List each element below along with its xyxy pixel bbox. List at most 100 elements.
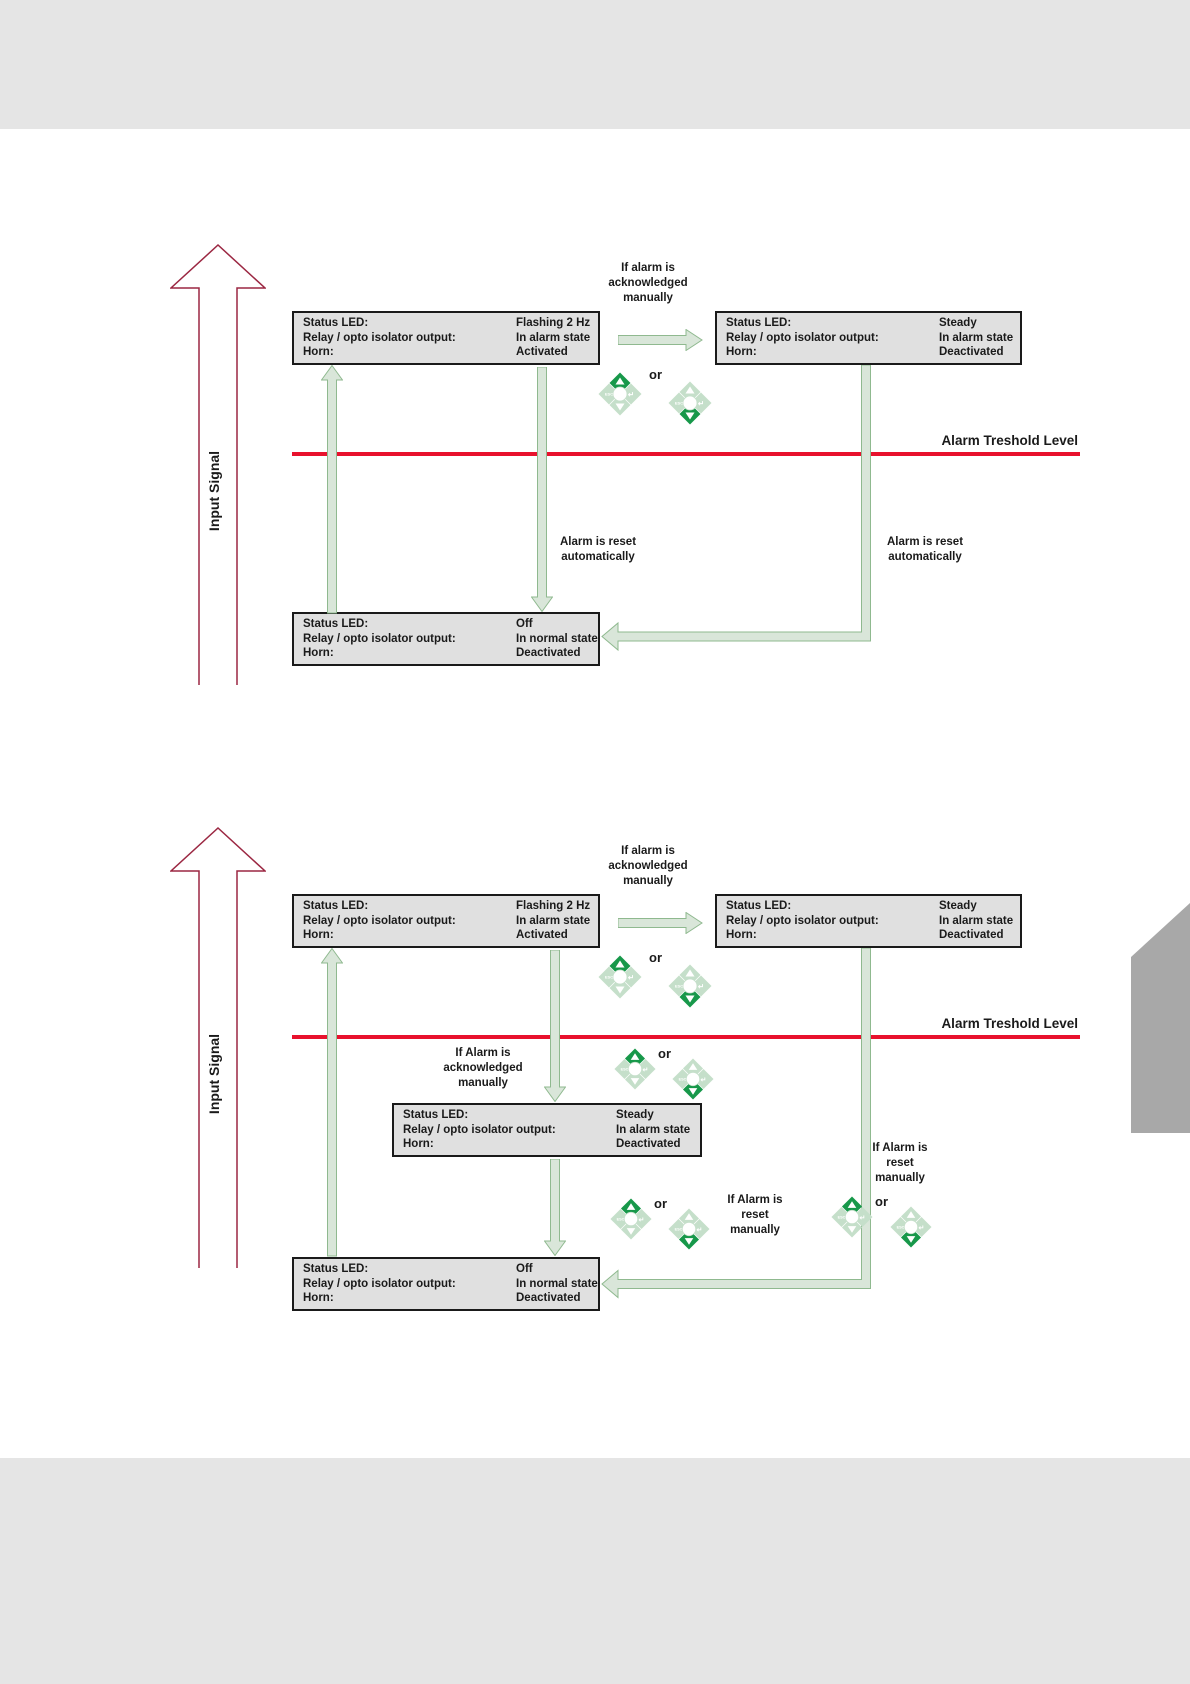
flow-arrow-ack-down xyxy=(544,950,566,1102)
status-label: Status LED: xyxy=(303,1263,369,1276)
status-row: Relay / opto isolator output: In alarm st… xyxy=(303,914,591,929)
input-signal-label: Input Signal xyxy=(206,1033,222,1115)
flow-arrow-auto-reset-down xyxy=(531,367,553,612)
status-label: Status LED: xyxy=(403,1109,469,1122)
status-row: Horn: Activated xyxy=(303,345,589,360)
or-label: or xyxy=(649,950,662,965)
or-label: or xyxy=(875,1194,888,1209)
status-label: Relay / opto isolator output: xyxy=(303,632,456,645)
status-value: Off xyxy=(516,618,533,631)
ack-note: If alarm is acknowledged manually xyxy=(608,262,688,304)
status-row: Relay / opto isolator output: In alarm st… xyxy=(726,331,1014,346)
status-row: Relay / opto isolator output: In alarm st… xyxy=(726,914,1014,929)
page-margin-bottom xyxy=(0,1458,1190,1684)
or-label: or xyxy=(658,1046,671,1061)
reset-auto-note-left: Alarm is reset automatically xyxy=(559,536,637,563)
status-value: Steady xyxy=(616,1109,654,1122)
flow-arrow-manual-reset-down xyxy=(544,1159,566,1256)
status-label: Horn: xyxy=(726,346,757,359)
status-row: Status LED: Off xyxy=(303,617,589,632)
status-row: Horn: Deactivated xyxy=(303,646,589,661)
threshold-line xyxy=(292,452,1080,456)
status-row: Horn:Activated xyxy=(303,928,589,943)
status-label: Status LED: xyxy=(303,900,369,913)
flow-arrow-return-up xyxy=(321,365,343,614)
status-value: Steady xyxy=(939,317,977,330)
or-label: or xyxy=(654,1196,667,1211)
status-label: Status LED: xyxy=(726,317,792,330)
status-row: Relay / opto isolator output: In normal s… xyxy=(303,1277,598,1292)
status-box-alarm: Status LED: Flashing 2 Hz Relay / opto is… xyxy=(292,894,600,948)
input-signal-label: Input Signal xyxy=(206,450,222,532)
flow-arrow-return-up xyxy=(321,948,343,1257)
status-label: Horn: xyxy=(303,647,334,660)
status-row: Horn: Deactivated xyxy=(403,1137,691,1152)
status-value: Steady xyxy=(939,900,977,913)
flow-arrow-manual-reset-return xyxy=(601,948,871,1299)
status-box-ack-silenced: Status LED: Steady Relay / opto isolator … xyxy=(392,1103,702,1157)
flow-arrow-auto-reset-return xyxy=(601,365,871,652)
status-label: Horn: xyxy=(303,1292,334,1305)
status-label: Relay / opto isolator output: xyxy=(303,1277,456,1290)
or-label: or xyxy=(649,367,662,382)
threshold-line xyxy=(292,1035,1080,1039)
status-row: Status LED: Flashing 2 Hz xyxy=(303,316,591,331)
status-row: Status LED: Steady xyxy=(726,316,1011,331)
flow-arrow-acknowledge xyxy=(618,912,703,934)
status-label: Status LED: xyxy=(726,900,792,913)
status-value: In normal state xyxy=(516,632,598,645)
status-value: Flashing 2 Hz xyxy=(516,900,591,913)
status-row: Status LED: Steady xyxy=(403,1108,691,1123)
status-label: Horn: xyxy=(726,929,757,942)
status-value: Activated xyxy=(516,929,568,942)
status-value: In normal state xyxy=(516,1277,598,1290)
status-row: Relay / opto isolator output: In alarm st… xyxy=(403,1123,691,1138)
status-row: Relay / opto isolator output: In normal s… xyxy=(303,632,598,647)
page-margin-top xyxy=(0,0,1190,129)
threshold-label: Alarm Treshold Level xyxy=(941,433,1078,448)
status-row: Horn: Deactivated xyxy=(726,928,1011,943)
status-row: Status LED: Steady xyxy=(726,899,1011,914)
status-label: Relay / opto isolator output: xyxy=(303,914,456,927)
status-value: Deactivated xyxy=(939,346,1004,359)
flow-arrow-acknowledge xyxy=(618,329,703,351)
threshold-label: Alarm Treshold Level xyxy=(941,1016,1078,1031)
status-box-normal: Status LED:Off Relay / opto isolator out… xyxy=(292,1257,600,1311)
keypad-up-icon xyxy=(831,1196,873,1238)
status-row: Relay / opto isolator output:In alarm st… xyxy=(303,331,590,346)
status-label: Status LED: xyxy=(303,317,369,330)
ack-note: If alarm is acknowledged manually xyxy=(608,845,688,887)
status-row: Horn: Deactivated xyxy=(726,345,1011,360)
status-box-acknowledged: Status LED: Steady Relay / opto isolator … xyxy=(715,894,1022,948)
keypad-down-icon xyxy=(890,1206,932,1248)
reset-auto-note-right: Alarm is reset automatically xyxy=(886,536,964,563)
status-box-acknowledged: Status LED: Steady Relay / opto isolator … xyxy=(715,311,1022,365)
status-value: Deactivated xyxy=(939,929,1004,942)
status-box-alarm: Status LED: Flashing 2 Hz Relay / opto is… xyxy=(292,311,600,365)
status-label: Relay / opto isolator output: xyxy=(726,914,879,927)
status-label: Status LED: xyxy=(303,618,369,631)
status-label: Relay / opto isolator output: xyxy=(303,331,456,344)
input-signal-arrow xyxy=(170,243,266,685)
reset-manual-right-note: If Alarm is reset manually xyxy=(872,1142,928,1184)
ack-manual-note: If Alarm is acknowledged manually xyxy=(443,1047,523,1089)
status-label: Horn: xyxy=(303,346,334,359)
status-label: Relay / opto isolator output: xyxy=(726,331,879,344)
page-corner-shape xyxy=(1131,903,1190,1133)
status-value: Deactivated xyxy=(516,647,581,660)
status-row: Horn: Deactivated xyxy=(303,1291,589,1306)
status-value: In alarm state xyxy=(939,331,1014,344)
status-label: Relay / opto isolator output: xyxy=(403,1123,556,1136)
status-value: Activated xyxy=(516,346,568,359)
status-box-normal: Status LED: Off Relay / opto isolator out… xyxy=(292,612,600,666)
status-label: Horn: xyxy=(403,1138,434,1151)
status-row: Status LED:Off xyxy=(303,1262,589,1277)
reset-manual-mid-note: If Alarm is reset manually xyxy=(727,1194,783,1236)
status-value: In alarm state xyxy=(939,914,1014,927)
status-value: Flashing 2 Hz xyxy=(516,317,591,330)
status-row: Status LED: Flashing 2 Hz xyxy=(303,899,591,914)
status-value: In alarm state xyxy=(616,1123,691,1136)
status-value: In alarm state xyxy=(516,914,591,927)
status-value: Deactivated xyxy=(516,1292,581,1305)
status-value: Deactivated xyxy=(616,1138,681,1151)
